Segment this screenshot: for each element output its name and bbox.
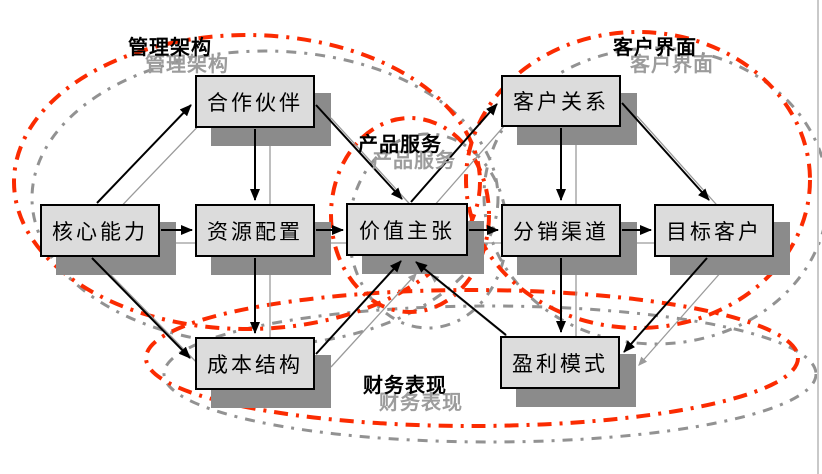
box-label-customer-relations: 客户关系	[513, 90, 609, 114]
box-label-core-capabilities: 核心能力	[52, 219, 148, 244]
box-label-target-customers: 目标客户	[666, 219, 762, 244]
region-label-management-structure: 管理架构	[128, 35, 212, 59]
box-label-cost-structure: 成本结构	[207, 352, 303, 377]
box-label-value-proposition: 价值主张	[359, 218, 455, 243]
region-label-product-service: 产品服务	[358, 132, 442, 156]
box-label-partners: 合作伙伴	[207, 90, 303, 115]
box-profit-model: 盈利模式	[500, 336, 620, 389]
box-label-profit-model: 盈利模式	[512, 351, 608, 376]
box-value-proposition: 价值主张	[346, 203, 468, 256]
region-label-shadow-customer-interface: 客户界面	[630, 52, 714, 76]
box-label-resource-allocation: 资源配置	[207, 219, 303, 244]
region-label-shadow-product-service: 产品服务	[372, 148, 456, 172]
region-label-customer-interface: 客户界面	[613, 35, 697, 59]
page-border-line	[817, 0, 819, 474]
region-label-financial-performance: 财务表现	[363, 373, 447, 397]
box-customer-relations: 客户关系	[501, 75, 621, 127]
box-label-distribution-channels: 分销渠道	[513, 219, 609, 244]
region-label-shadow-financial-performance: 财务表现	[379, 390, 463, 414]
box-target-customers: 目标客户	[654, 204, 774, 257]
box-core-capabilities: 核心能力	[40, 204, 160, 257]
box-resource-allocation: 资源配置	[195, 204, 315, 257]
box-distribution-channels: 分销渠道	[501, 204, 621, 257]
region-label-shadow-management-structure: 管理架构	[145, 52, 229, 76]
box-cost-structure: 成本结构	[195, 337, 315, 390]
box-partners: 合作伙伴	[195, 75, 315, 128]
